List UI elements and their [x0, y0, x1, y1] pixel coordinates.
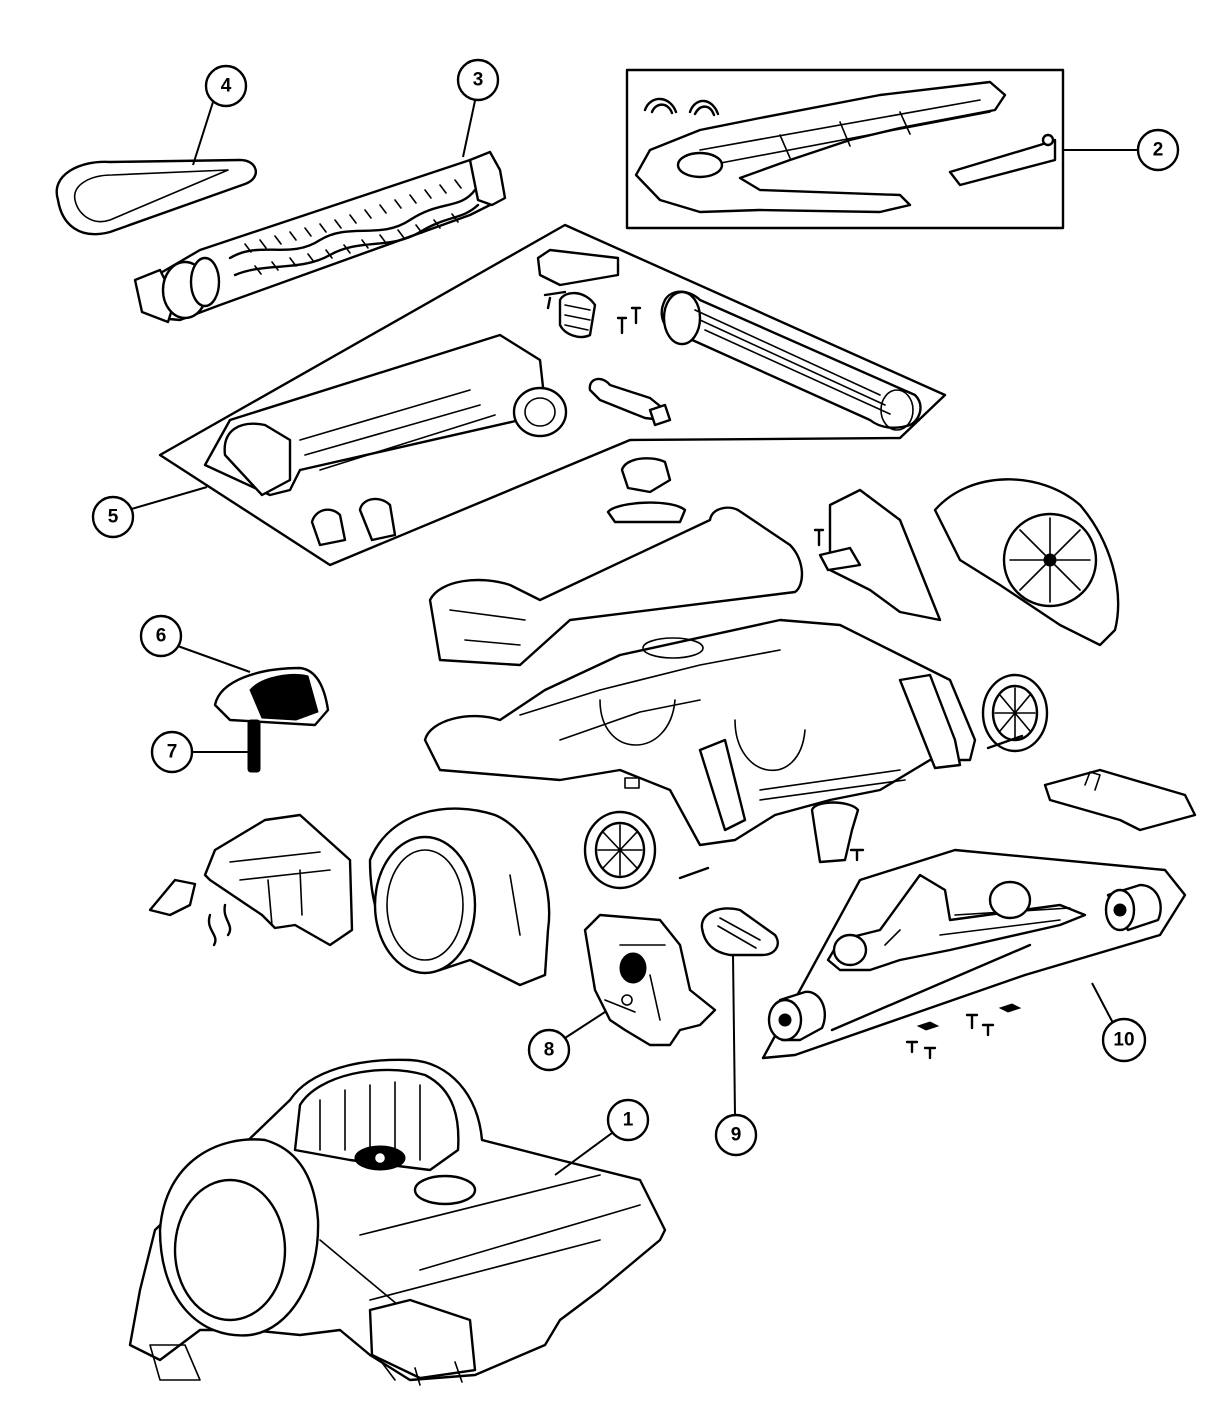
callout-7[interactable]: 7: [150, 730, 194, 774]
brushroll-drawing: [133, 150, 507, 324]
base-plate-assembly-drawing: [625, 68, 1065, 230]
pedal-drawing: [700, 907, 779, 957]
callout-1[interactable]: 1: [606, 1098, 650, 1142]
motor-housing-drawing: [368, 807, 551, 987]
front-wheel-drawing: [583, 810, 657, 890]
leader-6: [174, 644, 251, 673]
belt-drawing: [55, 158, 257, 236]
callout-2-label: 2: [1153, 140, 1164, 161]
filter-cover-drawing: [213, 666, 330, 727]
agitator-assembly-drawing: [761, 848, 1187, 1060]
callout-5-label: 5: [108, 507, 119, 528]
callout-1-label: 1: [623, 1110, 634, 1131]
leader-10: [1091, 982, 1114, 1024]
callout-6-label: 6: [156, 626, 167, 647]
axle-drawing: [678, 734, 1024, 880]
nozzle-duct-assembly-drawing: [158, 223, 947, 567]
leader-5: [127, 486, 208, 511]
latch-drawing: [810, 801, 865, 864]
rear-wheel-drawing: [981, 673, 1049, 753]
switch-assembly-drawing: [583, 913, 717, 1047]
callout-3-label: 3: [473, 70, 484, 91]
leader-1: [554, 1132, 613, 1176]
motor-mount-drawing: [148, 813, 354, 947]
upper-housing-drawing: [428, 457, 1120, 667]
leader-8: [564, 1011, 606, 1039]
spring-drawing: [247, 719, 261, 773]
leader-9: [732, 954, 736, 1116]
callout-2[interactable]: 2: [1136, 128, 1180, 172]
callout-9-label: 9: [731, 1125, 742, 1146]
callout-10[interactable]: 10: [1101, 1017, 1147, 1063]
callout-5[interactable]: 5: [91, 495, 135, 539]
callout-8[interactable]: 8: [527, 1028, 571, 1072]
leader-4: [192, 101, 214, 166]
callout-7-label: 7: [167, 742, 178, 763]
leader-3: [462, 95, 477, 158]
callout-8-label: 8: [544, 1040, 555, 1061]
callout-3[interactable]: 3: [456, 58, 500, 102]
side-plate-drawing: [1043, 768, 1197, 832]
callout-10-label: 10: [1113, 1030, 1134, 1051]
complete-base-drawing: [128, 1058, 667, 1386]
main-base-drawing: [423, 618, 977, 847]
callout-6[interactable]: 6: [139, 614, 183, 658]
callout-4[interactable]: 4: [204, 64, 248, 108]
leader-lines: [127, 95, 1140, 1176]
callout-9[interactable]: 9: [714, 1113, 758, 1157]
callout-4-label: 4: [221, 76, 232, 97]
